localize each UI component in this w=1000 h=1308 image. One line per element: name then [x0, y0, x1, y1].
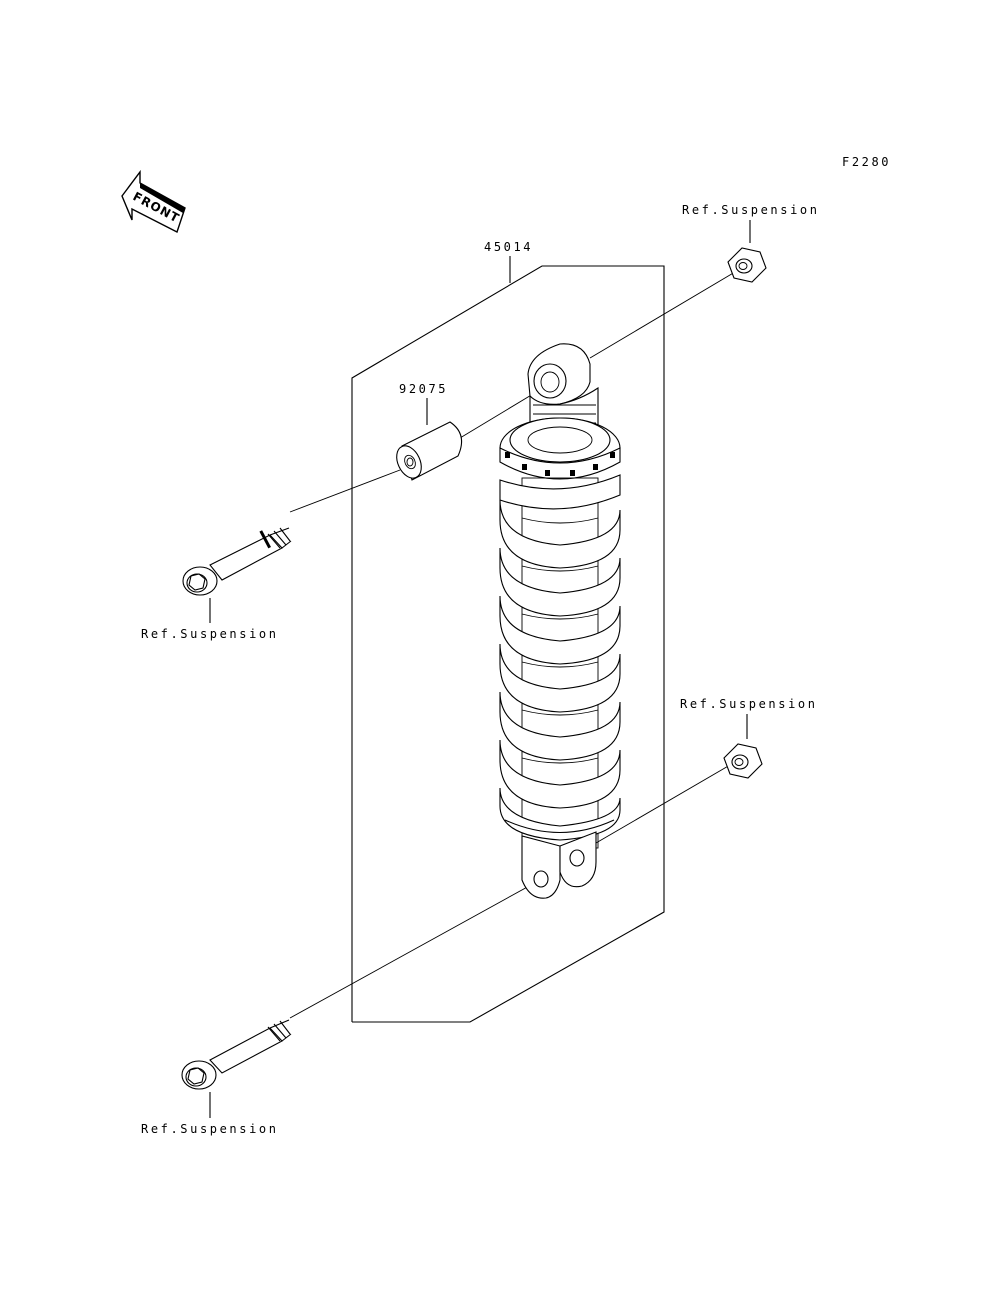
part-number-45014: 45014: [484, 240, 533, 254]
bottom-nut: [723, 743, 763, 779]
top-nut: [727, 247, 767, 283]
bushing: [396, 421, 463, 481]
figure-code: F2280: [842, 155, 891, 169]
ref-top-bolt: Ref.Suspension: [141, 627, 279, 641]
shock-absorber: [499, 343, 621, 899]
top-axis-line: [289, 271, 736, 513]
part-number-92075: 92075: [399, 382, 448, 396]
bottom-axis-line: [289, 764, 731, 1019]
top-bolt: [182, 527, 292, 596]
ref-top-nut: Ref.Suspension: [682, 203, 820, 217]
ref-bottom-bolt: Ref.Suspension: [141, 1122, 279, 1136]
assembly-bracket: [351, 256, 665, 1023]
front-arrow-icon: FRONT: [121, 169, 186, 233]
bottom-bolt: [181, 1019, 292, 1090]
ref-bottom-nut: Ref.Suspension: [680, 697, 818, 711]
coil-spring: [499, 474, 621, 841]
